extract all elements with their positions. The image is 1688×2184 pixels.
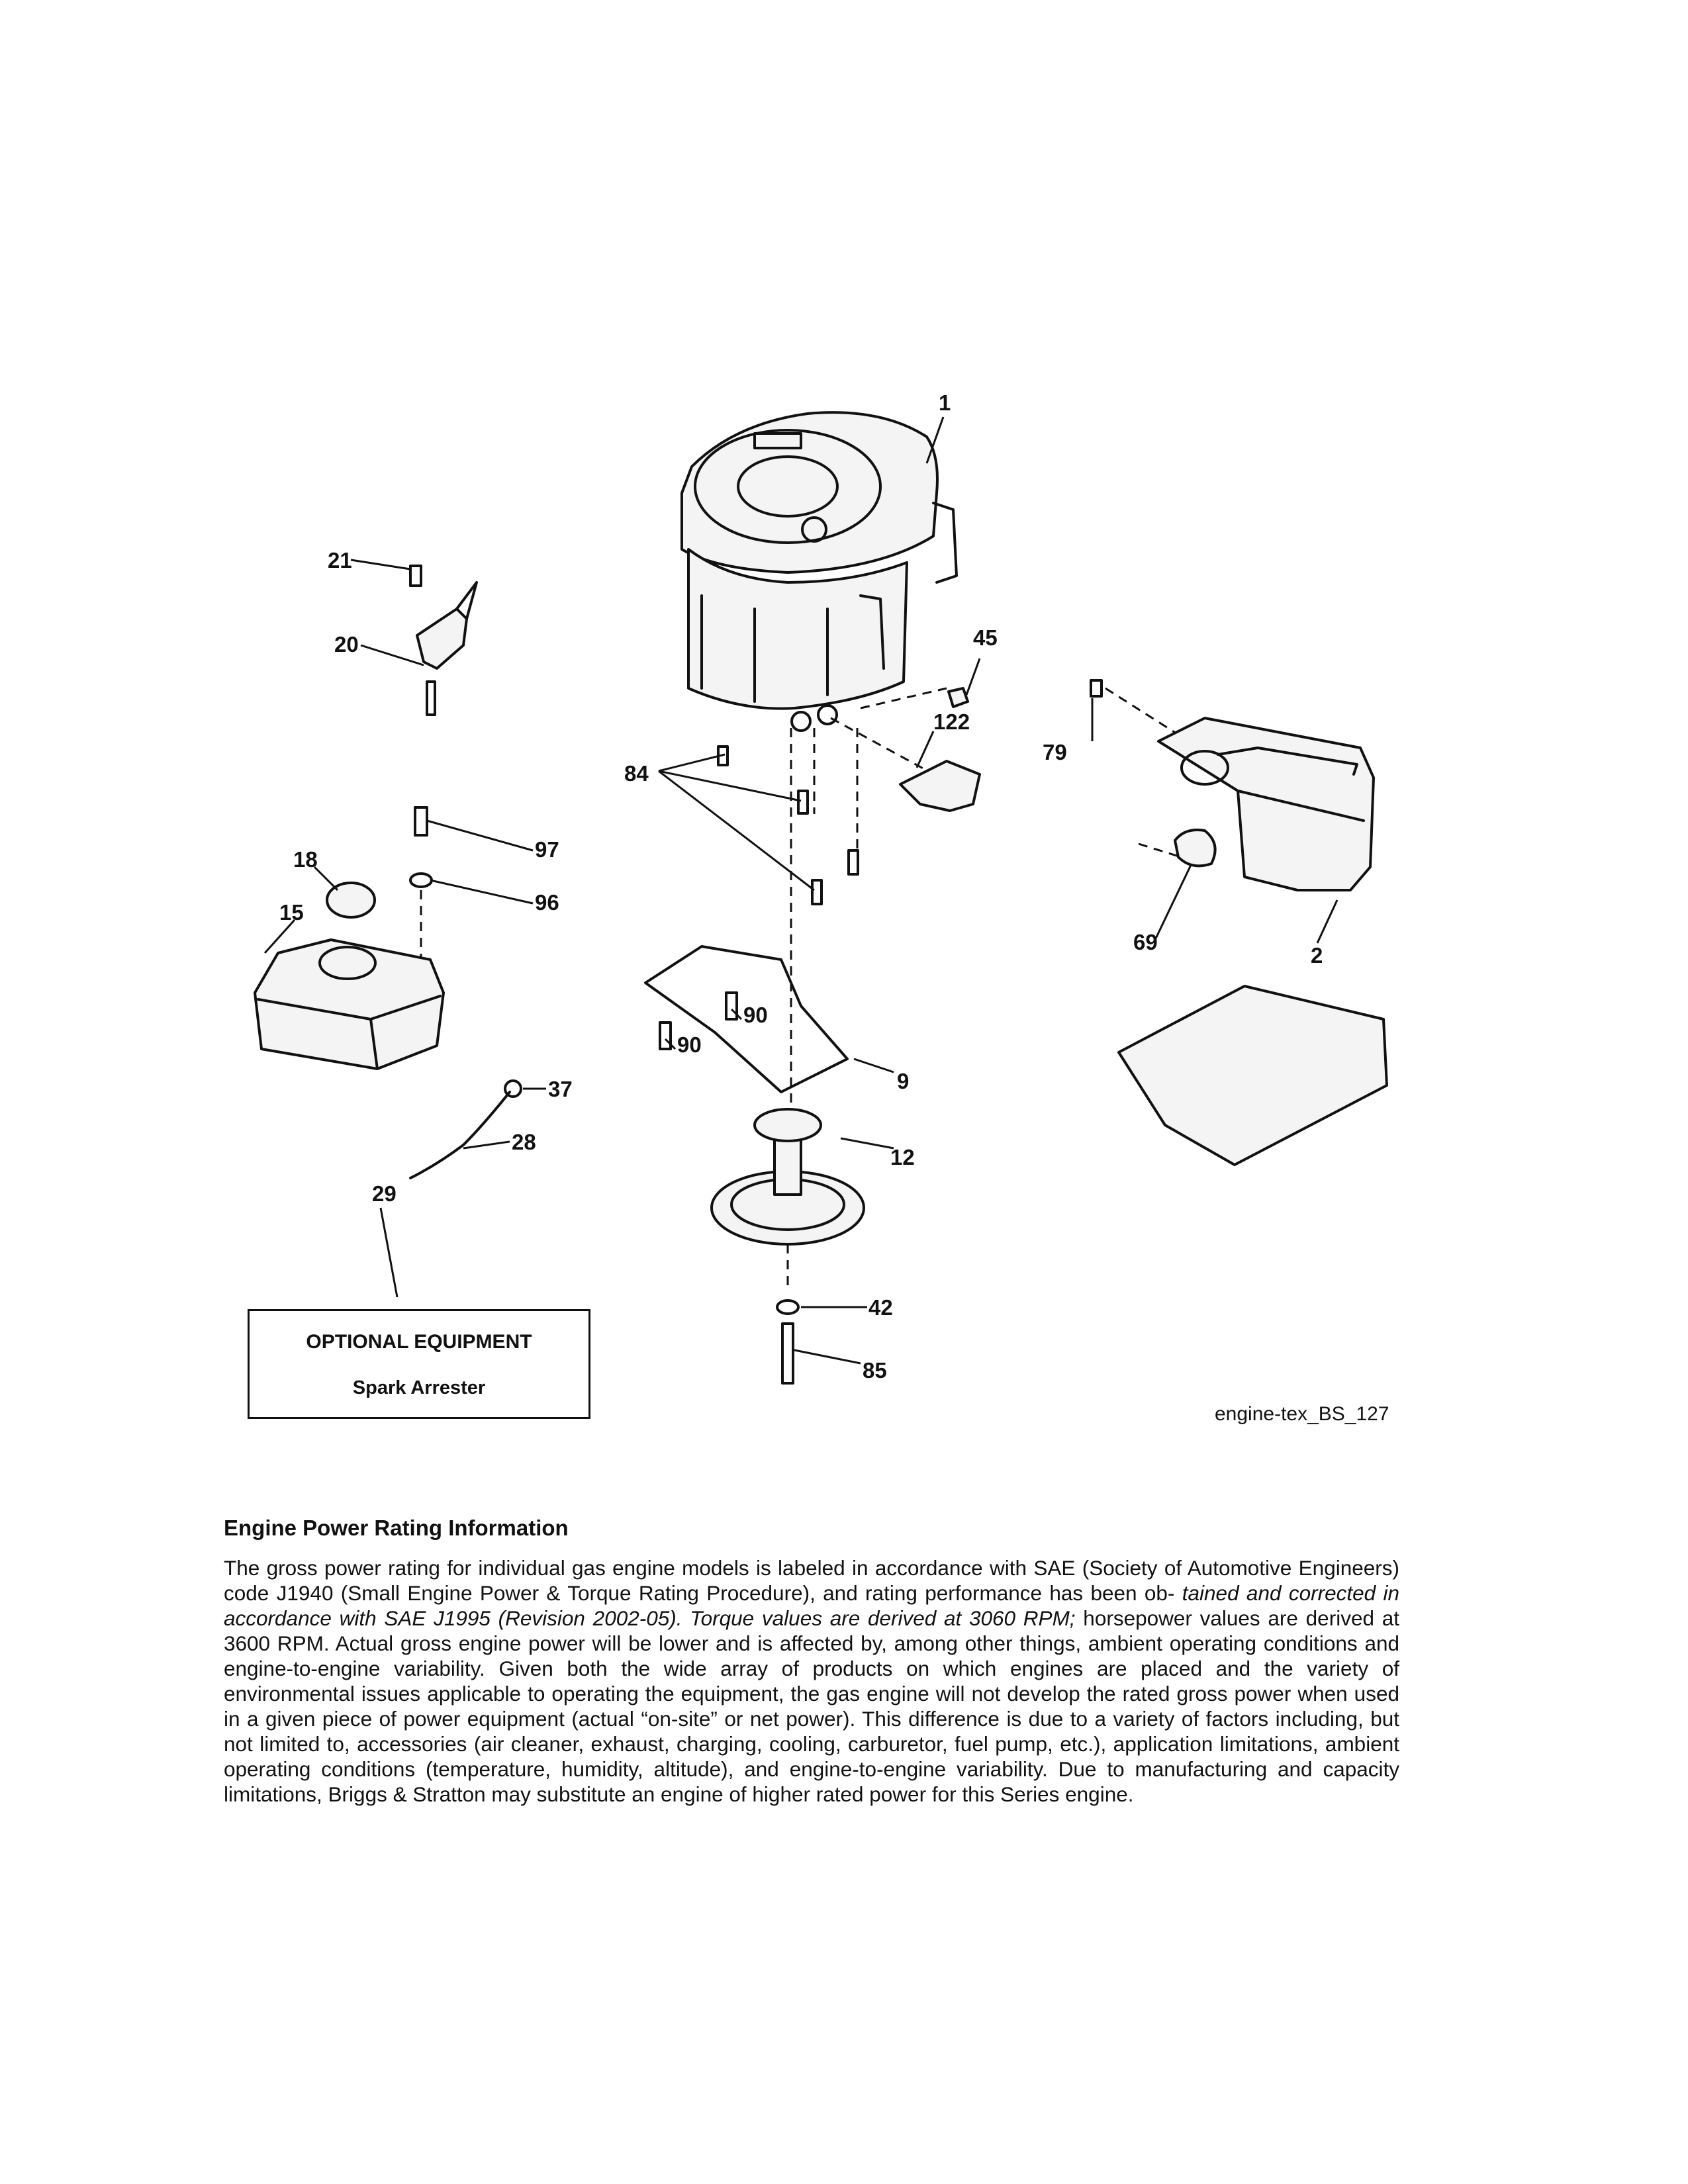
- optional-equipment-box: OPTIONAL EQUIPMENT Spark Arrester: [248, 1309, 590, 1419]
- callout-12: 12: [890, 1145, 915, 1169]
- callout-79: 79: [1043, 740, 1067, 764]
- callout-28: 28: [512, 1130, 536, 1154]
- rating-body-part1: The gross power rating for individual ga…: [224, 1556, 1399, 1605]
- fuel-tank: [254, 938, 445, 1070]
- callout-90-lower: 90: [677, 1032, 702, 1057]
- rating-body-part3: horsepower values are derived at 3600 RP…: [224, 1606, 1399, 1806]
- engine-assembly: [680, 411, 958, 732]
- rating-heading: Engine Power Rating Information: [224, 1516, 569, 1540]
- engine-parts-diagram: 1 2 9 12 15 18 20 21 28 29 37 42 45 69 7…: [254, 390, 1388, 1385]
- callout-21: 21: [328, 548, 352, 572]
- callout-85: 85: [863, 1358, 887, 1383]
- callout-84: 84: [624, 761, 649, 786]
- callout-96: 96: [535, 890, 559, 915]
- optional-equipment-item: Spark Arrester: [352, 1377, 486, 1398]
- pulley: [710, 1108, 865, 1246]
- callout-2: 2: [1311, 943, 1323, 968]
- muffler-assembly: [1090, 679, 1375, 891]
- rating-body-part2: tained and corrected in accordance with …: [224, 1581, 1399, 1630]
- callout-97: 97: [535, 837, 559, 862]
- callout-1: 1: [939, 390, 951, 415]
- callout-9: 9: [897, 1069, 909, 1093]
- optional-equipment-title: OPTIONAL EQUIPMENT: [306, 1331, 532, 1353]
- bolt-84-group: [717, 745, 859, 905]
- callout-45: 45: [973, 625, 998, 650]
- callout-29: 29: [372, 1181, 397, 1206]
- callout-69: 69: [1133, 930, 1158, 954]
- callout-37: 37: [548, 1077, 573, 1101]
- figure-id: engine-tex_BS_127: [1215, 1403, 1389, 1425]
- engine-power-rating-section: Engine Power Rating Information The gros…: [224, 1516, 1399, 1807]
- rating-body: The gross power rating for individual ga…: [224, 1555, 1399, 1807]
- callout-20: 20: [334, 632, 359, 657]
- callout-42: 42: [868, 1295, 893, 1320]
- callout-90-upper: 90: [743, 1003, 768, 1027]
- mounting-plate: [1117, 985, 1388, 1166]
- throttle-control: [409, 565, 478, 716]
- callout-15: 15: [279, 900, 304, 925]
- callout-18: 18: [293, 847, 318, 872]
- callout-122: 122: [933, 709, 970, 734]
